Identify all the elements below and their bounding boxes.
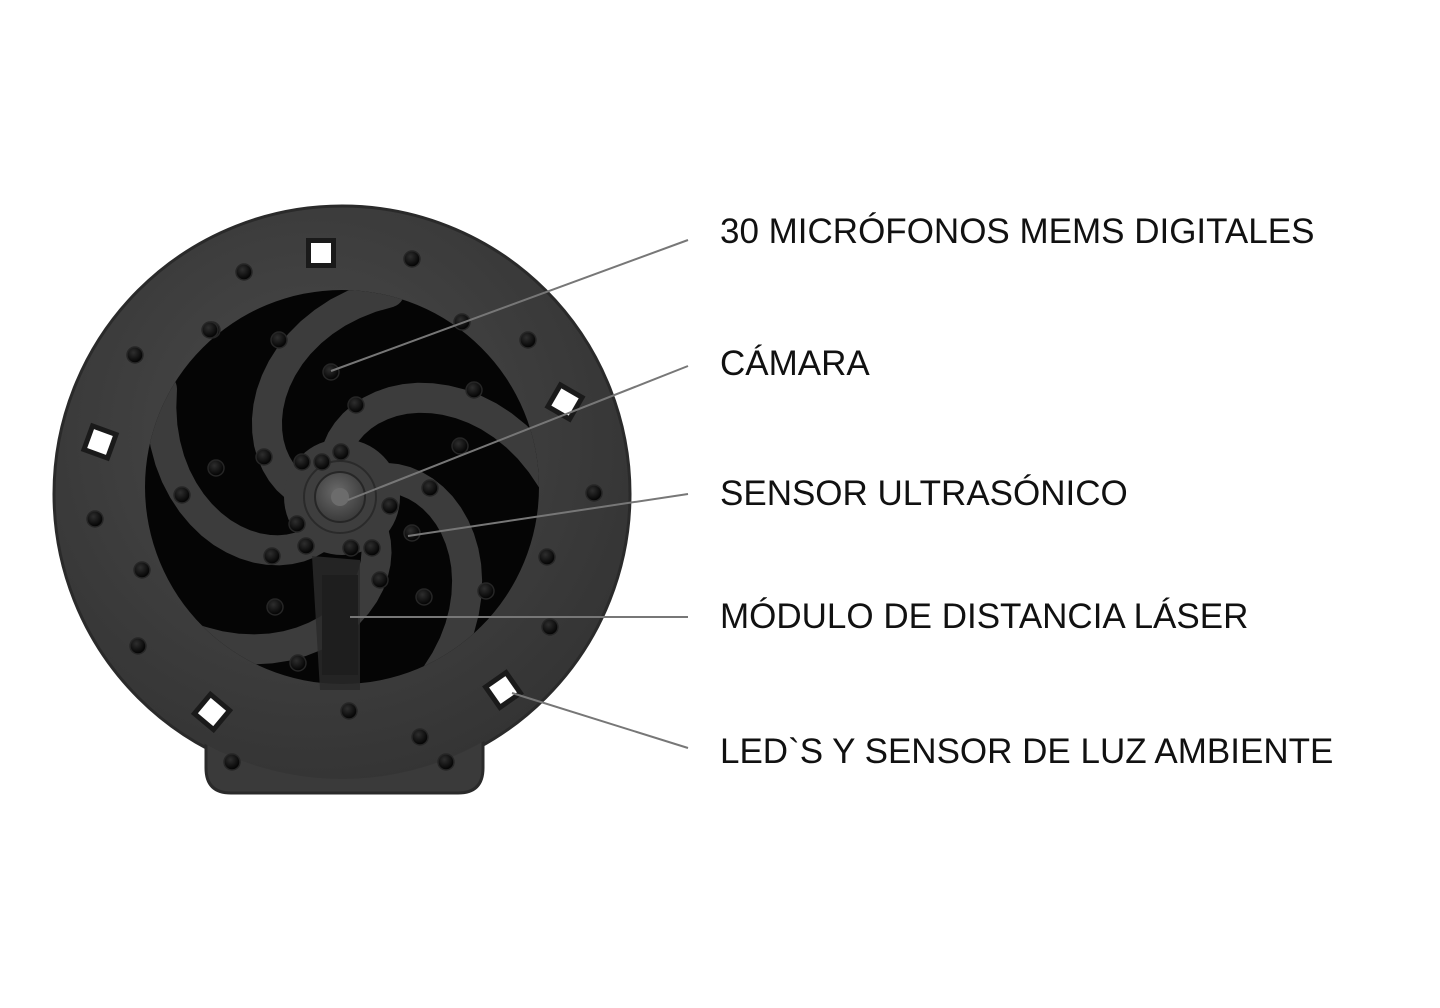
led-window xyxy=(80,422,120,462)
microphone-dot xyxy=(403,250,421,268)
microphone-dot xyxy=(421,479,439,497)
microphone-dot xyxy=(223,753,241,771)
spiral-arm xyxy=(362,462,483,684)
microphone-dot xyxy=(437,753,455,771)
laser-module xyxy=(312,556,360,690)
microphone-dot xyxy=(129,637,147,655)
spiral-arms xyxy=(146,290,539,684)
camera-lens xyxy=(303,460,377,534)
microphone-dot xyxy=(340,702,358,720)
label-microphones: 30 MICRÓFONOS MEMS DIGITALES xyxy=(720,212,1315,251)
label-laser: MÓDULO DE DISTANCIA LÁSER xyxy=(720,597,1249,636)
led-window xyxy=(190,690,234,734)
microphone-dot xyxy=(173,486,191,504)
microphone-dot xyxy=(403,524,421,542)
leader-lines xyxy=(330,239,689,749)
spiral-arm xyxy=(146,373,340,566)
microphone-dot xyxy=(538,548,556,566)
microphone-dot xyxy=(519,331,537,349)
microphone-dot xyxy=(585,484,603,502)
microphone-dot xyxy=(342,539,360,557)
led-window xyxy=(544,381,586,423)
led-windows xyxy=(80,238,586,734)
microphone-dot xyxy=(133,561,151,579)
microphone-dot xyxy=(126,346,144,364)
label-camera: CÁMARA xyxy=(720,344,870,383)
leader-camera xyxy=(347,365,689,501)
label-leds: LED`S Y SENSOR DE LUZ AMBIENTE xyxy=(720,732,1334,771)
microphone-dot xyxy=(289,654,307,672)
microphone-dot xyxy=(415,588,433,606)
microphone-dot xyxy=(255,448,273,466)
microphone-dot xyxy=(270,331,288,349)
microphone-dot xyxy=(86,510,104,528)
microphone-dot xyxy=(465,381,483,399)
microphone-dot xyxy=(477,582,495,600)
microphone-dot xyxy=(363,539,381,557)
microphone-dot xyxy=(322,363,340,381)
microphone-dot xyxy=(297,537,315,555)
microphone-dot xyxy=(201,321,219,339)
microphone-dot xyxy=(451,437,469,455)
spiral-arm xyxy=(320,382,539,494)
microphone-dot xyxy=(288,515,306,533)
microphone-dot xyxy=(313,453,331,471)
leader-ultrasonic xyxy=(407,493,689,537)
microphone-dot xyxy=(332,443,350,461)
microphone-dot xyxy=(266,598,284,616)
microphone-dot xyxy=(235,263,253,281)
label-ultrasonic: SENSOR ULTRASÓNICO xyxy=(720,474,1128,513)
microphone-dot xyxy=(263,547,281,565)
microphone-dot xyxy=(207,459,225,477)
leader-leds xyxy=(511,692,689,749)
microphone-dot xyxy=(381,497,399,515)
microphone-dot xyxy=(541,618,559,636)
led-window xyxy=(306,238,336,268)
spiral-arm xyxy=(251,290,405,507)
microphone-dot xyxy=(371,571,389,589)
leader-microphones xyxy=(330,239,689,372)
led-window xyxy=(482,669,524,711)
microphone-dot xyxy=(347,396,365,414)
microphone-dot xyxy=(293,453,311,471)
microphone-dot xyxy=(411,728,429,746)
microphone-dots xyxy=(86,250,603,771)
